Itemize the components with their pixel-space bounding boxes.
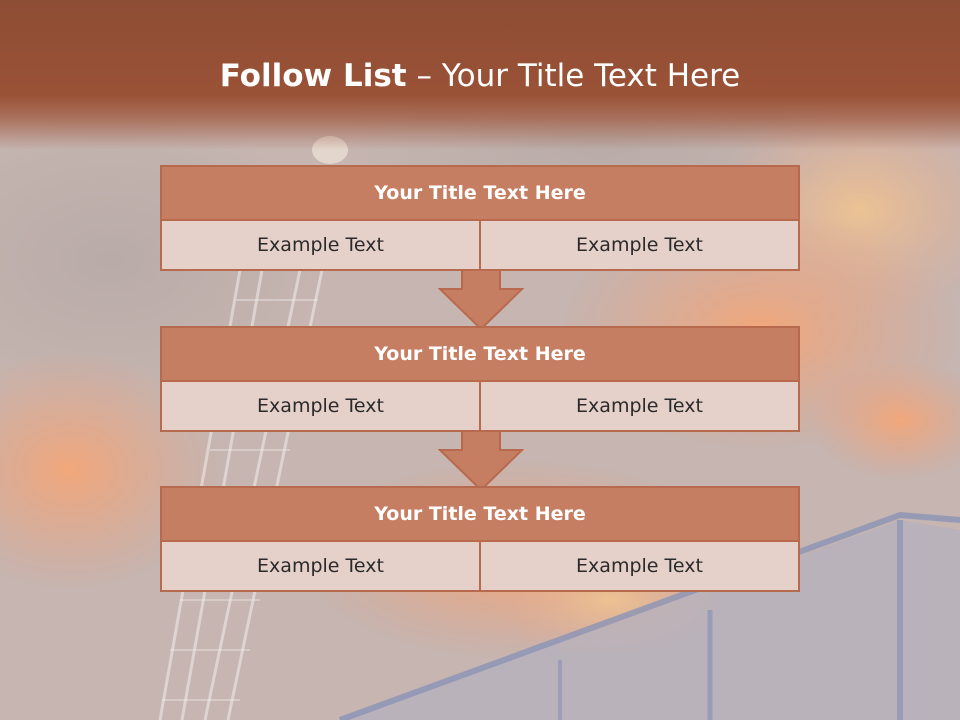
step-box-1: Your Title Text Here Example Text Exampl… — [160, 165, 800, 271]
step-title: Your Title Text Here — [160, 486, 800, 542]
title-banner — [0, 0, 960, 150]
slide-title-bold: Follow List — [219, 58, 407, 94]
slide-title: Follow List – Your Title Text Here — [0, 54, 960, 98]
step-cell-left: Example Text — [160, 542, 481, 592]
step-title: Your Title Text Here — [160, 326, 800, 382]
step-row: Example Text Example Text — [160, 382, 800, 432]
step-cell-right: Example Text — [481, 221, 800, 271]
step-box-2: Your Title Text Here Example Text Exampl… — [160, 326, 800, 432]
step-cell-left: Example Text — [160, 221, 481, 271]
step-row: Example Text Example Text — [160, 221, 800, 271]
step-title: Your Title Text Here — [160, 165, 800, 221]
step-cell-left: Example Text — [160, 382, 481, 432]
down-arrow-icon — [438, 269, 524, 331]
step-cell-right: Example Text — [481, 382, 800, 432]
step-cell-right: Example Text — [481, 542, 800, 592]
down-arrow-icon — [438, 430, 524, 492]
step-box-3: Your Title Text Here Example Text Exampl… — [160, 486, 800, 592]
step-row: Example Text Example Text — [160, 542, 800, 592]
slide-title-rest: – Your Title Text Here — [416, 58, 741, 94]
